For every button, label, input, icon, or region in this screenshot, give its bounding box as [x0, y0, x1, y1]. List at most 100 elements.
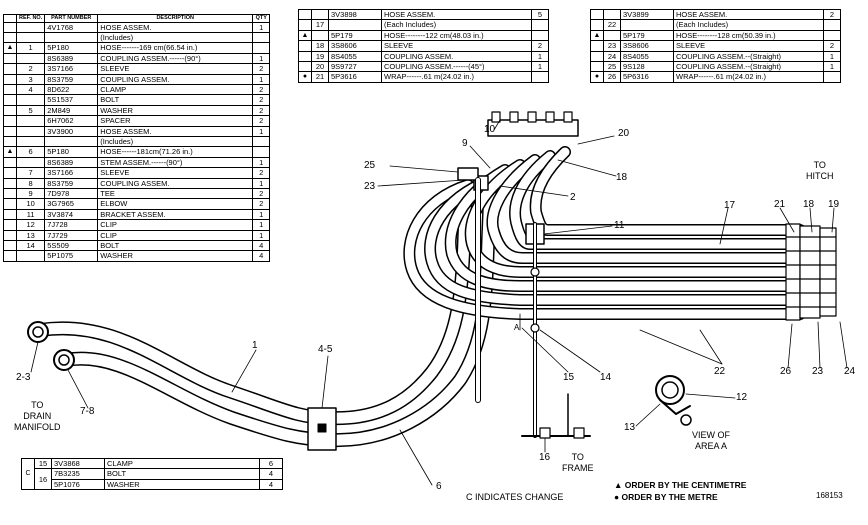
table-cell-part: 5P179	[328, 29, 382, 42]
callout-18-mid: 18	[616, 172, 628, 183]
table-cell-ref: 2	[15, 63, 46, 75]
table-cell-qty: 2	[252, 198, 271, 210]
table-cell-ref: 21	[311, 71, 329, 83]
part-number-header: PART NUMBER	[44, 14, 99, 23]
table-cell-desc: SLEEVE	[97, 63, 254, 75]
table-cell-part: 8S3759	[44, 73, 99, 85]
table-cell-ref: 7	[15, 167, 46, 179]
table-cell-mark	[3, 156, 17, 169]
table-cell-qty: 4	[259, 468, 283, 480]
table-cell-part: 7J728	[44, 219, 99, 231]
to-drain-line-3: MANIFOLD	[14, 422, 61, 432]
callout-23-left: 23	[364, 181, 376, 192]
table-cell-ref	[15, 52, 46, 65]
table-cell-mark	[3, 208, 17, 221]
table-cell-desc: BOLT	[97, 240, 254, 252]
table-cell-desc: WASHER	[97, 250, 254, 262]
to-frame-line-1: TO	[571, 452, 584, 462]
table-cell-part	[620, 19, 674, 31]
table-cell-part: 5P180	[44, 146, 99, 158]
callout-14: 14	[600, 372, 612, 383]
table-cell-ref	[15, 21, 46, 33]
table-cell-ref	[15, 135, 46, 148]
table-cell-qty	[252, 31, 271, 44]
change-indicator-note: C INDICATES CHANGE	[466, 492, 564, 502]
table-cell-part: 2M849	[44, 104, 99, 117]
table-cell-ref	[15, 115, 46, 127]
table-cell-qty: 1	[252, 125, 271, 137]
callout-20: 20	[618, 128, 630, 139]
table-cell-desc: HOSE-------169 cm(66.54 in.)	[97, 42, 254, 54]
table-cell-qty: 4	[259, 478, 283, 491]
table-cell-qty: 2	[823, 40, 841, 52]
table-cell-qty: 2	[252, 187, 271, 200]
table-cell-ref: 12	[15, 219, 46, 231]
table-cell-desc: BOLT	[104, 468, 260, 480]
view-line-1: VIEW OF	[692, 430, 730, 440]
table-cell-mark	[3, 52, 17, 65]
table-cell-desc: SPACER	[97, 115, 254, 127]
order-by-centimetre-note: ▲ ORDER BY THE CENTIMETRE	[614, 480, 747, 490]
table-cell-qty	[823, 19, 841, 31]
table-cell-mark	[3, 125, 17, 137]
table-cell-part: 3S7166	[44, 167, 99, 179]
table-cell-qty: 1	[252, 156, 271, 169]
ref-no-header: REF. NO.	[15, 14, 46, 23]
callout-26: 26	[780, 366, 792, 377]
table-cell-desc: TEE	[97, 187, 254, 200]
table-cell-desc: COUPLING ASSEM.	[97, 177, 254, 190]
table-cell-part: 6H7062	[44, 115, 99, 127]
table-cell-qty	[531, 19, 549, 31]
table-cell-mark	[590, 61, 604, 73]
table-cell-qty: 1	[823, 61, 841, 73]
table-cell-ref: 11	[15, 208, 46, 221]
to-hitch-label: TO HITCH	[806, 160, 834, 182]
table-cell-desc: (Includes)	[97, 31, 254, 44]
callout-7-8: 7-8	[80, 406, 95, 417]
table-cell-qty: 1	[252, 52, 271, 65]
mark-header	[3, 14, 17, 23]
table-cell-qty: 1	[252, 229, 271, 242]
table-cell-ref	[15, 156, 46, 169]
table-cell-part: 5P1075	[44, 250, 99, 262]
table-cell-ref: 1	[15, 42, 46, 54]
table-cell-part: 5S509	[44, 240, 99, 252]
table-cell-desc: CLIP	[97, 219, 254, 231]
table-cell-desc: (Includes)	[97, 135, 254, 148]
table-cell-mark	[3, 177, 17, 190]
table-cell-part: 8S6389	[44, 52, 99, 65]
table-cell-part: 3G7965	[44, 198, 99, 210]
table-cell-mark	[3, 229, 17, 242]
table-cell-mark: ▲	[298, 29, 312, 42]
table-row: 17(Each Includes)	[298, 19, 549, 31]
table-cell-desc: COUPLING ASSEM.	[381, 50, 532, 63]
table-cell-part: 5P3616	[328, 71, 382, 83]
table-cell-desc: WRAP------.61 m(24.02 in.)	[673, 71, 824, 83]
table-cell-desc: BOLT	[97, 94, 254, 106]
table-cell-qty	[531, 29, 549, 42]
table-cell-qty	[823, 29, 841, 42]
table-cell-part: 3V3874	[44, 208, 99, 221]
table-cell-qty: 2	[252, 167, 271, 179]
table-cell-desc: SLEEVE	[673, 40, 824, 52]
table-cell-ref: 15	[34, 457, 52, 470]
main-parts-table: REF. NO. PART NUMBER DESCRIPTION QTY 4V1…	[3, 14, 271, 262]
table-cell-part: 8S4055	[620, 50, 674, 63]
table-cell-ref: 19	[311, 50, 329, 63]
callout-4-5: 4-5	[318, 344, 333, 355]
table-cell-ref: 3	[15, 73, 46, 85]
table-cell-ref	[603, 8, 621, 21]
